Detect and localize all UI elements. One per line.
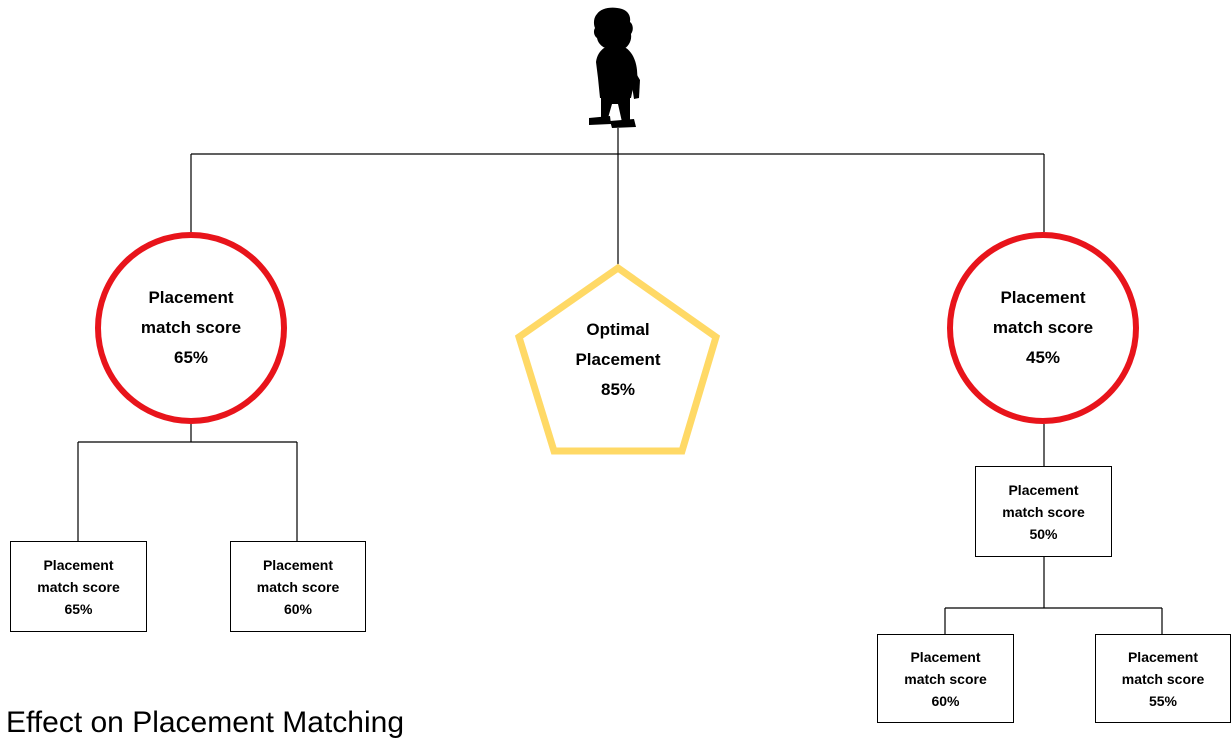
optimal-score: 85% <box>600 380 636 399</box>
left-child-box-2: Placement match score 60% <box>230 541 366 632</box>
left-circle-label: Placement match score 65% <box>111 283 271 373</box>
right-child-box: Placement match score 50% <box>975 466 1112 557</box>
diagram-caption: Effect on Placement Matching <box>6 706 404 739</box>
box-line1: Placement <box>262 556 334 573</box>
right-circle-line1: Placement <box>1000 288 1086 307</box>
box-score: 55% <box>1148 692 1178 709</box>
optimal-label: Optimal Placement 85% <box>538 315 698 405</box>
right-score-circle <box>947 232 1139 424</box>
box-line1: Placement <box>910 648 981 665</box>
left-child-box-1: Placement match score 65% <box>10 541 147 632</box>
box-line2: match score <box>256 578 340 595</box>
connector-lines <box>77 128 1163 634</box>
box-score: 60% <box>283 600 313 617</box>
right-grandchild-box-2: Placement match score 55% <box>1095 634 1231 723</box>
box-score: 50% <box>1029 525 1058 542</box>
left-circle-score: 65% <box>173 348 209 367</box>
box-line1: Placement <box>1127 648 1199 665</box>
left-circle-line1: Placement <box>148 288 234 307</box>
optimal-pentagon <box>514 263 721 455</box>
right-grandchild-box-1: Placement match score 60% <box>877 634 1014 723</box>
box-line2: match score <box>1002 503 1085 520</box>
left-score-circle <box>95 232 287 424</box>
child-silhouette-icon <box>589 7 640 128</box>
box-line1: Placement <box>1008 481 1079 498</box>
box-line2: match score <box>37 578 120 595</box>
box-line1: Placement <box>43 556 114 573</box>
box-score: 60% <box>931 692 960 709</box>
right-circle-label: Placement match score 45% <box>963 283 1123 373</box>
right-circle-score: 45% <box>1025 348 1061 367</box>
box-line2: match score <box>1121 670 1205 687</box>
left-circle-line2: match score <box>140 318 242 337</box>
optimal-line2: Placement <box>575 350 661 369</box>
diagram-canvas <box>77 7 1163 634</box>
box-line2: match score <box>904 670 987 687</box>
optimal-line1: Optimal <box>586 320 650 339</box>
right-circle-line2: match score <box>992 318 1094 337</box>
box-score: 65% <box>64 600 93 617</box>
